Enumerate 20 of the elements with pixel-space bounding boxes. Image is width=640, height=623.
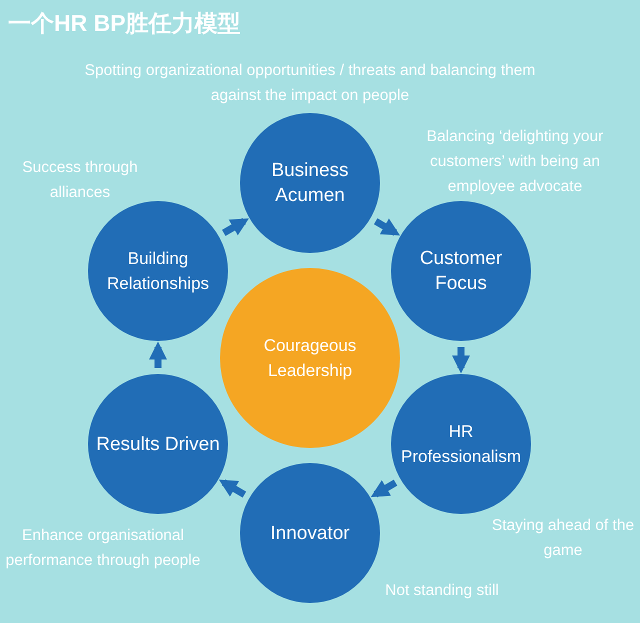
annotation-text: Success through alliances [21, 158, 139, 203]
circle-node: Innovator [240, 463, 380, 603]
annotation-text: Staying ahead of the game [490, 516, 636, 561]
annotation-text: Enhance organisational performance through people [5, 526, 201, 571]
arrow [148, 342, 168, 368]
circle-node: Business Acumen [240, 113, 380, 253]
circle-node: Courageous Leadership [220, 268, 400, 448]
annotation-text: Not standing still [384, 581, 500, 601]
annotation-text: Balancing ‘delighting your customers’ with being an employee advocate [426, 127, 604, 197]
circle-node: Building Relationships [88, 201, 228, 341]
arrow [218, 479, 246, 498]
circle-node: Results Driven [88, 374, 228, 514]
arrow [374, 218, 400, 236]
annotation-text: Spotting organizational opportunities / threats and balancing them against the impact on people [84, 61, 536, 106]
arrow [222, 218, 249, 236]
arrow [370, 480, 398, 498]
circle-node: HR Professionalism [391, 374, 531, 514]
arrow [452, 347, 470, 374]
circle-node: Customer Focus [391, 201, 531, 341]
title: 一个HR BP胜任力模型 [8, 9, 241, 38]
